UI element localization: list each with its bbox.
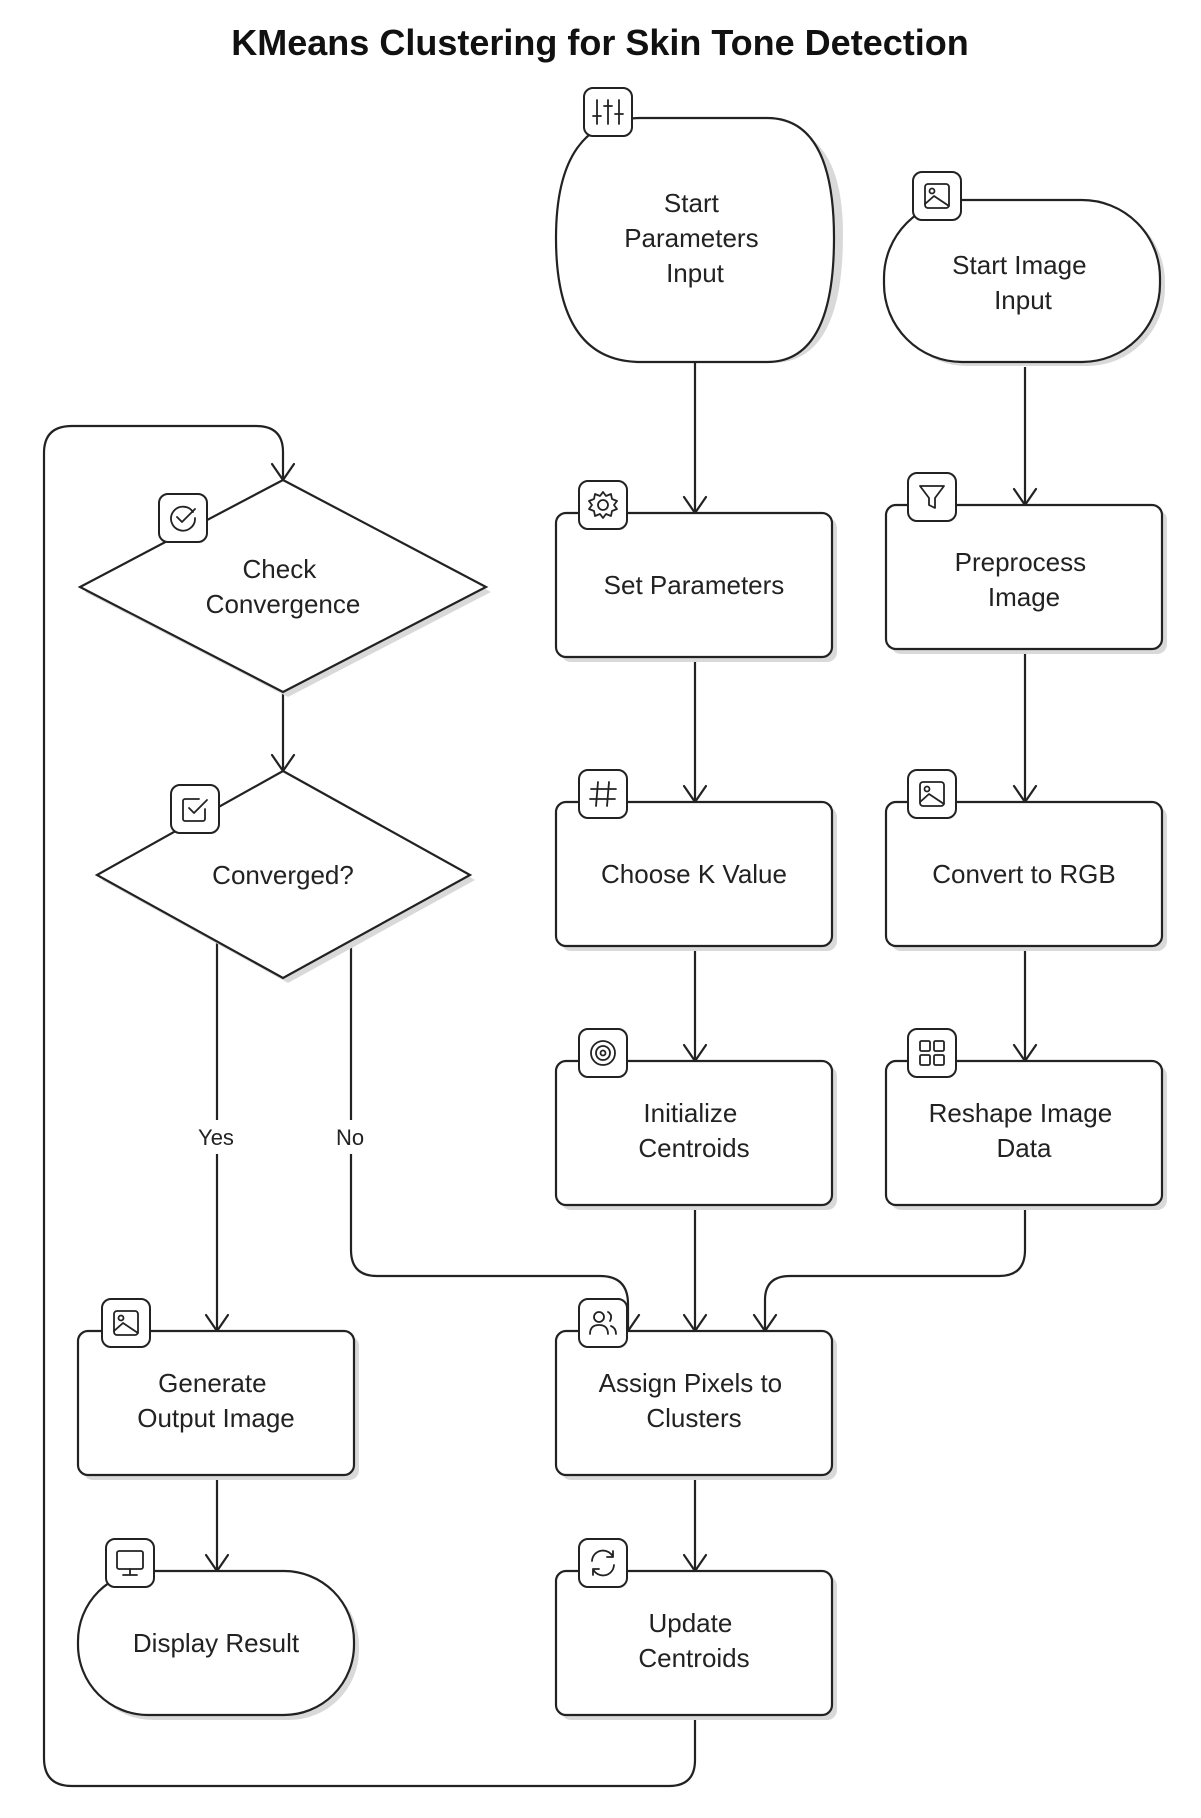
target-icon <box>578 1028 628 1078</box>
check-circle-icon <box>158 493 208 543</box>
hash-icon <box>578 769 628 819</box>
image-icon <box>101 1298 151 1348</box>
edge-reshape-to-assign <box>763 1206 1027 1330</box>
node-generate-output-image: Generate Output Image <box>76 1298 359 1480</box>
node-converged-decision: Converged? <box>94 769 475 983</box>
node-label-line: Assign Pixels to <box>599 1368 783 1398</box>
edge-label-yes: Yes <box>198 1125 234 1150</box>
node-label-line: Initialize <box>643 1098 737 1128</box>
svg-text:Generate Output Image: Generate Output Image <box>137 1368 295 1433</box>
gear-icon <box>578 480 628 530</box>
svg-text:Initialize Centroids: Initialize Centroids <box>638 1098 749 1163</box>
yes-label-bg <box>190 1120 244 1154</box>
node-label-line: Output Image <box>137 1403 295 1433</box>
node-label-line: Image <box>988 582 1060 612</box>
svg-text:Start Image Input: Start Image Input <box>952 250 1094 315</box>
svg-text:Preprocess Image: Preprocess Image <box>955 547 1094 612</box>
node-label-line: Centroids <box>638 1643 749 1673</box>
diagram-title: KMeans Clustering for Skin Tone Detectio… <box>231 22 968 63</box>
node-check-convergence: Check Convergence <box>77 478 491 697</box>
node-label-line: Data <box>997 1133 1052 1163</box>
node-label-line: Parameters <box>624 223 758 253</box>
node-label-line: Converged? <box>212 860 354 890</box>
node-choose-k-value: Choose K Value <box>554 769 837 951</box>
node-reshape-image-data: Reshape Image Data <box>884 1028 1167 1210</box>
node-label-line: Centroids <box>638 1133 749 1163</box>
check-square-icon <box>170 784 220 834</box>
node-label-line: Input <box>666 258 725 288</box>
edge-update-to-check-convergence <box>42 424 697 1788</box>
svg-text:Reshape Image Data: Reshape Image Data <box>929 1098 1120 1163</box>
node-label-line: Set Parameters <box>604 570 785 600</box>
node-label-line: Input <box>994 285 1053 315</box>
edge-label-no: No <box>336 1125 364 1150</box>
node-label-line: Start Image <box>952 250 1086 280</box>
filter-icon <box>907 472 957 522</box>
node-label-line: Reshape Image <box>929 1098 1113 1128</box>
node-convert-to-rgb: Convert to RGB <box>884 769 1167 951</box>
image-icon <box>912 171 962 221</box>
node-display-result: Display Result <box>76 1538 359 1720</box>
svg-text:Display Result: Display Result <box>133 1628 300 1658</box>
node-set-parameters: Set Parameters <box>554 480 837 662</box>
node-label-line: Choose K Value <box>601 859 787 889</box>
node-label-line: Display Result <box>133 1628 300 1658</box>
sliders-icon <box>583 87 633 137</box>
svg-text:Update Centroids: Update Centroids <box>638 1608 749 1673</box>
node-label-line: Convert to RGB <box>932 859 1116 889</box>
node-update-centroids: Update Centroids <box>554 1538 837 1720</box>
svg-text:Set Parameters: Set Parameters <box>604 570 785 600</box>
node-initialize-centroids: Initialize Centroids <box>554 1028 837 1210</box>
node-label-line: Clusters <box>646 1403 741 1433</box>
no-label-bg <box>326 1120 376 1154</box>
svg-text:Converged?: Converged? <box>212 860 354 890</box>
node-label-line: Update <box>648 1608 732 1638</box>
edge-converged-no <box>349 943 630 1330</box>
svg-text:Choose K Value: Choose K Value <box>601 859 787 889</box>
users-icon <box>578 1298 628 1348</box>
node-preprocess-image: Preprocess Image <box>884 472 1167 654</box>
node-assign-pixels-to-clusters: Assign Pixels to Clusters <box>554 1298 837 1480</box>
node-start-parameters-input: Start Parameters Input <box>554 87 843 364</box>
grid-icon <box>907 1028 957 1078</box>
refresh-icon <box>578 1538 628 1588</box>
svg-text:Start Parameters I: Start Parameters Input <box>624 188 766 288</box>
node-label-line: Start <box>664 188 720 218</box>
node-start-image-input: Start Image Input <box>882 171 1165 366</box>
node-label-line: Preprocess <box>955 547 1087 577</box>
monitor-icon <box>105 1538 155 1588</box>
svg-text:Convert to RGB: Convert to RGB <box>932 859 1116 889</box>
edges <box>42 362 1038 1788</box>
image-icon <box>907 769 957 819</box>
node-label-line: Convergence <box>206 589 361 619</box>
node-label-line: Check <box>243 554 318 584</box>
svg-text:Assign Pixels to Cluster: Assign Pixels to Clusters <box>599 1368 790 1433</box>
node-label-line: Generate <box>158 1368 266 1398</box>
svg-text:Check Convergence: Check Convergence <box>206 554 361 619</box>
